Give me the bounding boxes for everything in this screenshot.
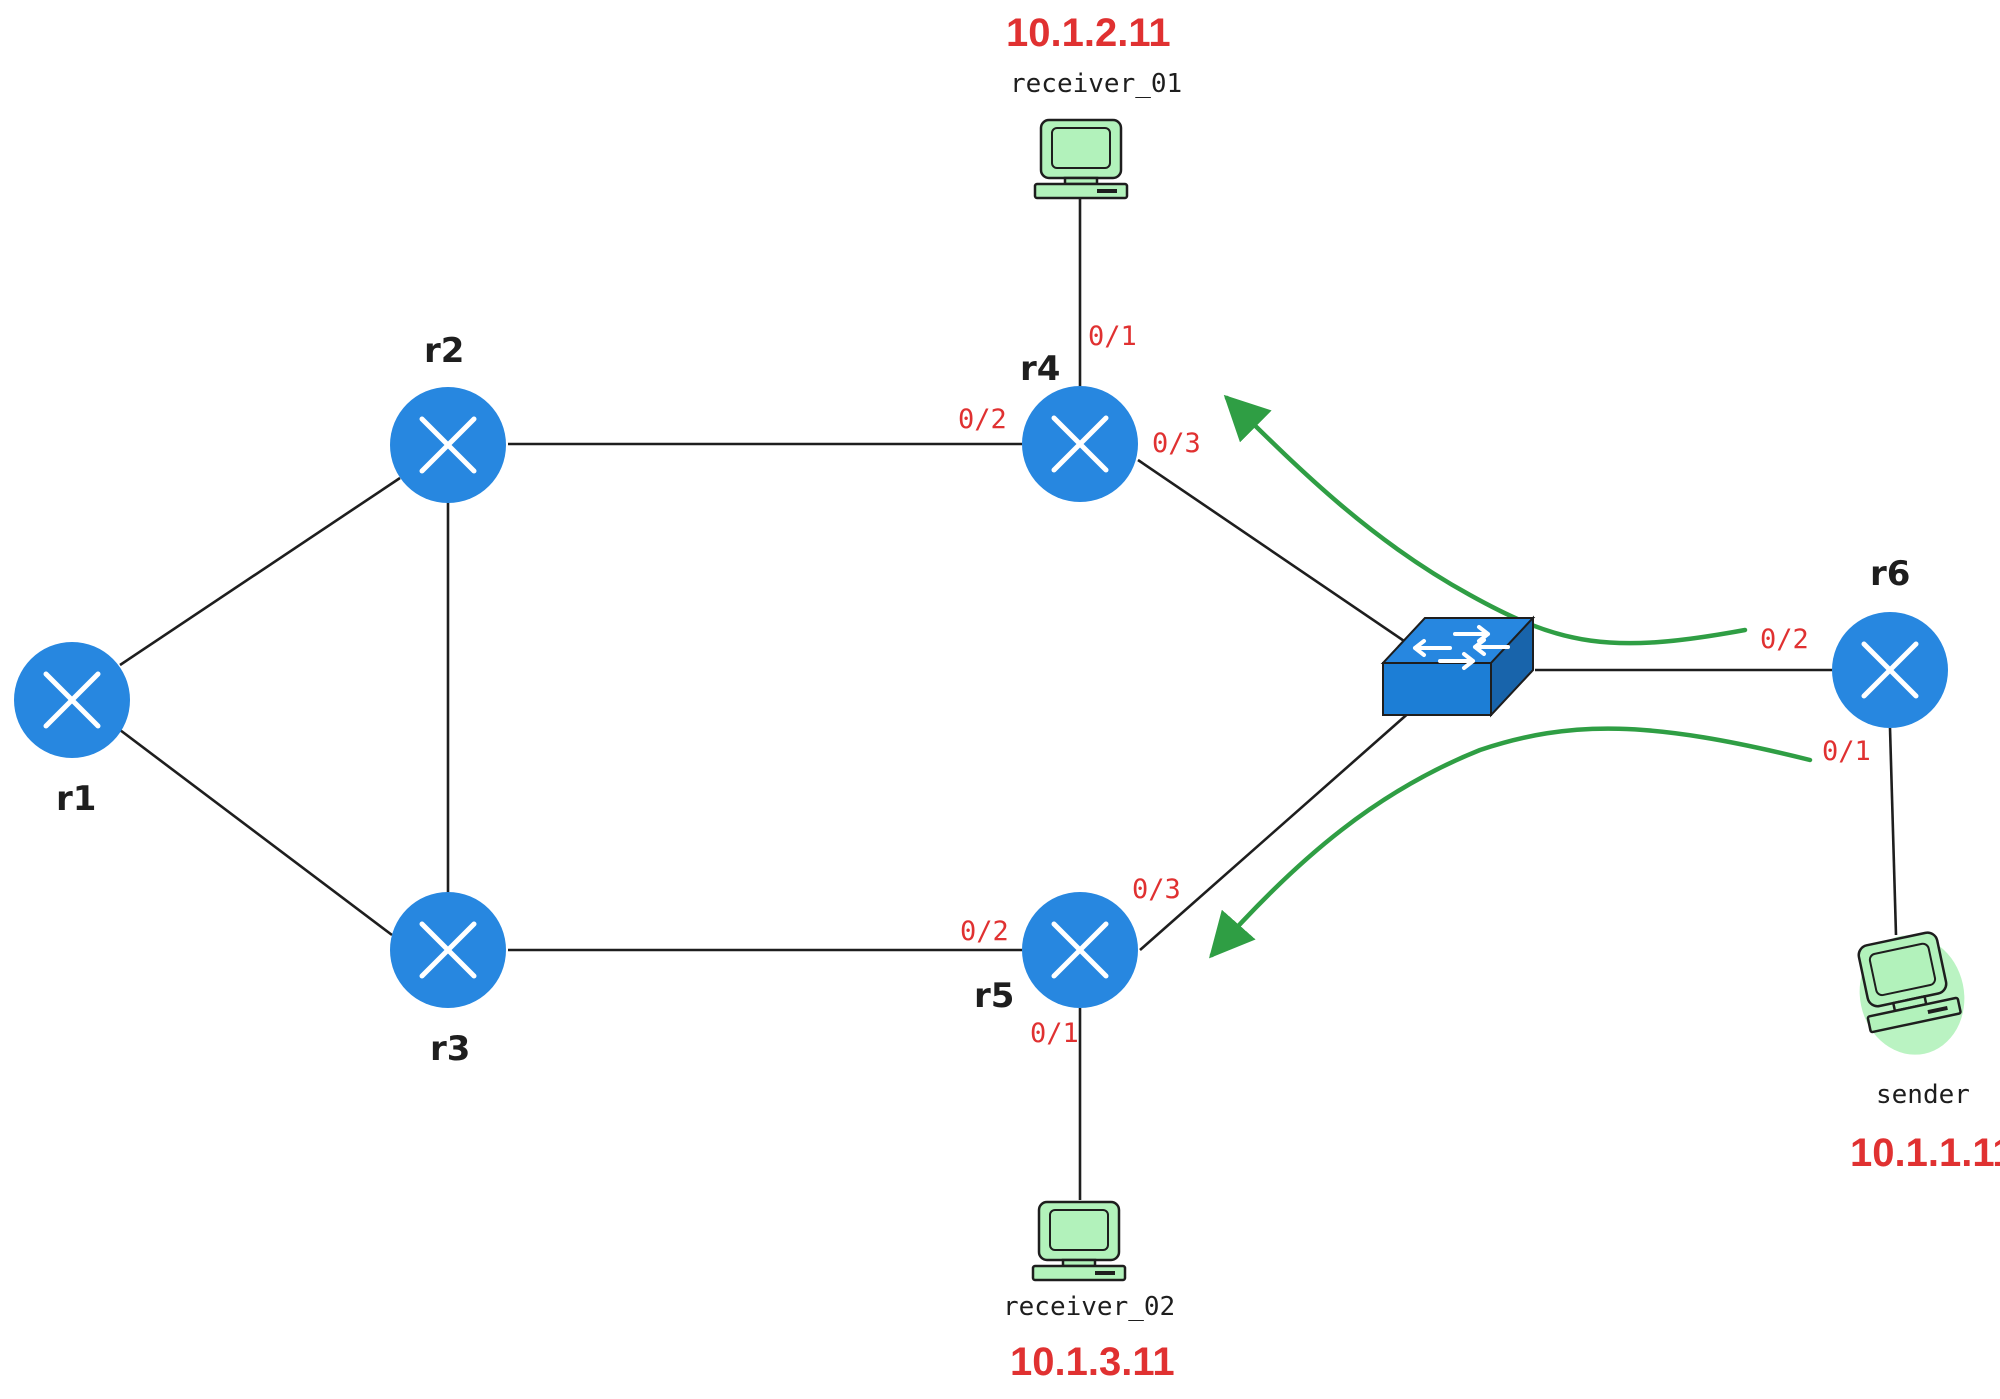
host-receiver-01[interactable]: [1033, 118, 1129, 200]
link-r4-switch: [1137, 458, 1411, 647]
router-label-r3: r3: [430, 1029, 470, 1069]
router-r6[interactable]: [1832, 612, 1948, 728]
link-r1-r2: [119, 476, 401, 667]
multicast-flow-arrow-to-r4: [1223, 394, 1748, 646]
links: [119, 192, 1898, 1200]
host-label-sender: sender: [1876, 1080, 1970, 1110]
router-label-r6: r6: [1870, 554, 1910, 594]
port-label-r6-0-1: 0/1: [1822, 736, 1871, 767]
port-label-r5-0-2: 0/2: [960, 916, 1009, 947]
link-r1-r3: [119, 728, 393, 937]
host-sender[interactable]: [1849, 925, 1976, 1064]
host-label-receiver-01: receiver_01: [1010, 69, 1182, 99]
router-label-r2: r2: [424, 331, 464, 371]
host-receiver-02[interactable]: [1031, 1200, 1127, 1282]
router-r5[interactable]: [1022, 892, 1138, 1008]
ip-label-receiver-02: 10.1.3.11: [1010, 1340, 1175, 1384]
ip-label-receiver-01: 10.1.2.11: [1006, 11, 1171, 55]
port-label-r5-0-3: 0/3: [1132, 874, 1181, 905]
router-label-r5: r5: [974, 976, 1014, 1016]
router-label-r4: r4: [1020, 349, 1060, 389]
link-r6-sender: [1888, 727, 1898, 936]
multicast-flow-arrow-to-r5: [1209, 726, 1813, 959]
link-r5-switch: [1139, 702, 1421, 951]
port-label-r4-0-3: 0/3: [1152, 428, 1201, 459]
router-r1[interactable]: [14, 642, 130, 758]
port-label-r4-0-2: 0/2: [958, 404, 1007, 435]
switch-icon[interactable]: [1380, 615, 1536, 718]
router-r3[interactable]: [390, 892, 506, 1008]
host-label-receiver-02: receiver_02: [1003, 1292, 1175, 1322]
ip-label-sender: 10.1.1.11: [1850, 1131, 2000, 1175]
port-label-r4-0-1: 0/1: [1088, 321, 1137, 352]
port-label-r5-0-1: 0/1: [1030, 1018, 1079, 1049]
router-r4[interactable]: [1022, 386, 1138, 502]
router-label-r1: r1: [56, 779, 96, 819]
port-label-r6-0-2: 0/2: [1760, 624, 1809, 655]
router-r2[interactable]: [390, 387, 506, 503]
